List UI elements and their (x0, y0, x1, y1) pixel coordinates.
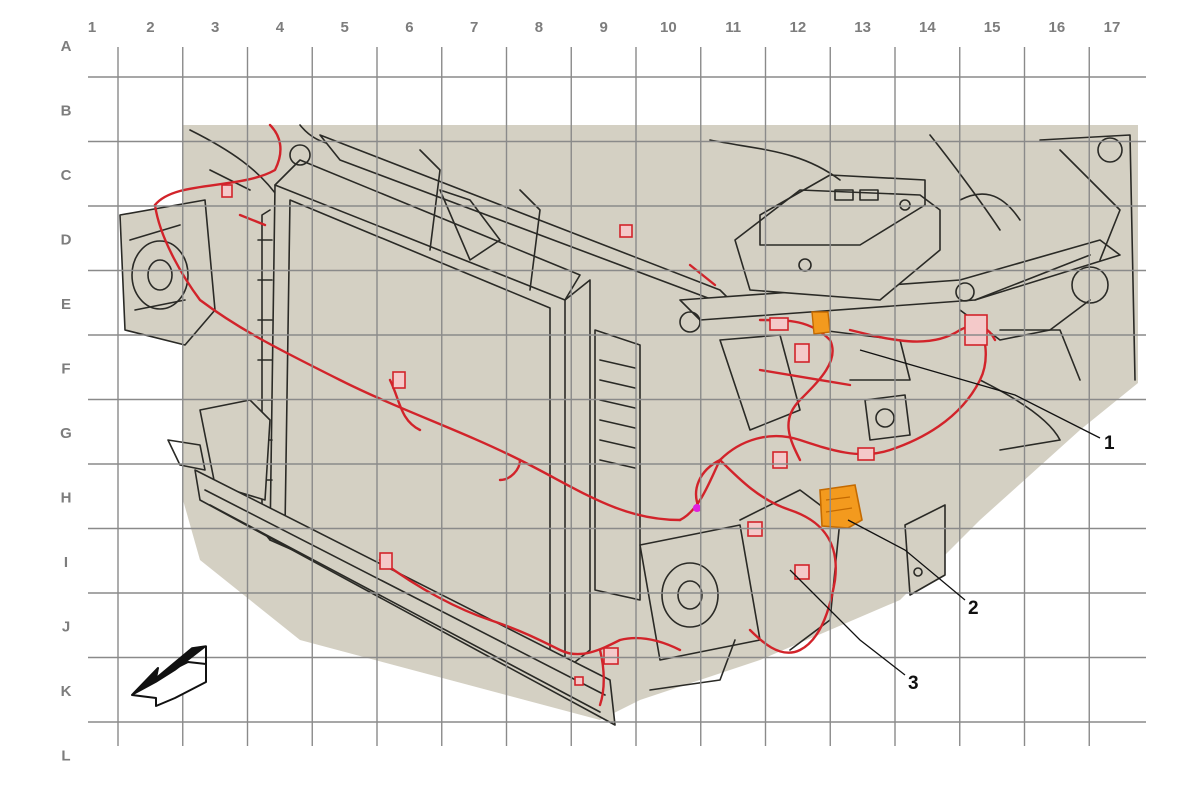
callout-2: 2 (968, 598, 979, 619)
grid-row-label: I (64, 554, 68, 571)
grid-column-label: 5 (340, 19, 348, 36)
marker-dot (693, 504, 701, 512)
grid-row-label: D (61, 232, 72, 249)
grid-column-label: 1 (88, 19, 96, 36)
grid-row-label: L (61, 748, 70, 765)
grid-row-label: E (61, 296, 71, 313)
wiring-harness (153, 123, 997, 707)
grid-row-label: C (61, 167, 72, 184)
callout-leaders (789, 349, 1101, 676)
grid-column-label: 8 (535, 19, 543, 36)
grid-column-label: 2 (146, 19, 154, 36)
grid-column-label: 17 (1104, 19, 1121, 36)
grid-column-label: 15 (984, 19, 1001, 36)
grid-lines (88, 47, 1146, 746)
callout-1: 1 (1104, 433, 1115, 454)
grid-column-label: 3 (211, 19, 219, 36)
grid-column-label: 6 (405, 19, 413, 36)
grid-row-labels: A B C D E F G H I J K L (60, 38, 72, 765)
grid-row-label: G (60, 425, 72, 442)
grid-row-label: B (61, 103, 72, 120)
grid-column-label: 14 (919, 19, 936, 36)
grid-column-label: 4 (276, 19, 285, 36)
grid-column-label: 13 (854, 19, 871, 36)
grid-column-label: 12 (790, 19, 807, 36)
grid-row-label: F (61, 361, 70, 378)
grid-row-label: H (61, 490, 72, 507)
callout-3: 3 (908, 673, 919, 694)
grid-column-label: 16 (1049, 19, 1066, 36)
grid-column-label: 10 (660, 19, 677, 36)
grid-row-label: J (62, 619, 70, 636)
grid-column-label: 7 (470, 19, 478, 36)
grid-column-label: 9 (599, 19, 607, 36)
grid-row-label: A (61, 38, 72, 55)
highlighted-component-2 (819, 484, 863, 529)
grid-column-label: 11 (725, 19, 741, 36)
highlighted-component-upper (811, 311, 831, 335)
grid-row-label: K (61, 683, 72, 700)
front-direction-arrow-icon (131, 645, 207, 707)
